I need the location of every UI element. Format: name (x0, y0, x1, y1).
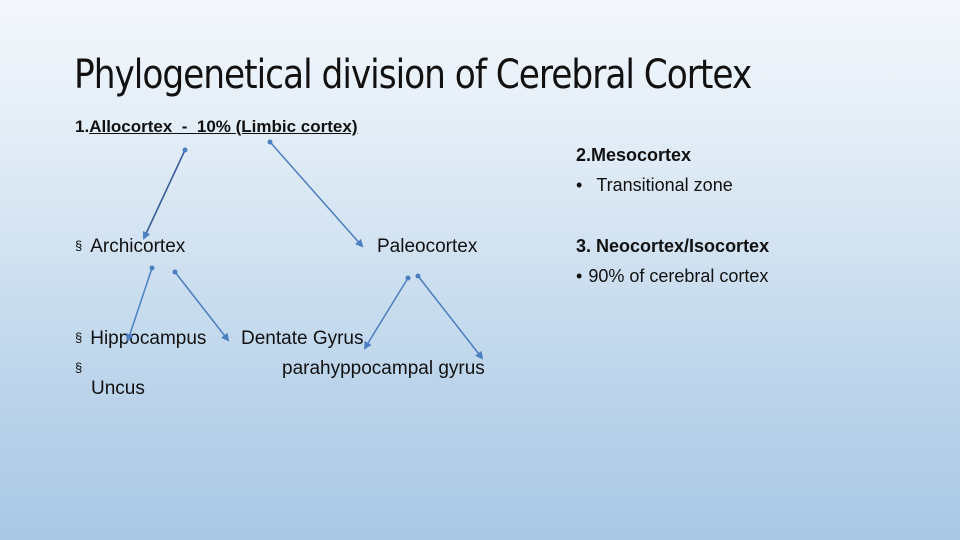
arrow-paleocortex-to-uncus-side (415, 273, 484, 360)
neocortex-bullet: •90% of cerebral cortex (576, 266, 768, 287)
neocortex-heading: 3. Neocortex/Isocortex (576, 236, 770, 256)
allocortex-name: Allocortex (89, 117, 173, 136)
bullet-square-icon: § (75, 330, 83, 345)
uncus-label: Uncus (91, 378, 145, 399)
arrow-allocortex-to-paleocortex (267, 139, 364, 248)
archicortex-item: § Archicortex (75, 236, 185, 258)
paleocortex-label: Paleocortex (377, 236, 478, 257)
dentate-gyrus-label: Dentate Gyrus (241, 328, 364, 349)
mesocortex-bullet: • Transitional zone (576, 175, 733, 196)
arrow-allocortex-to-archicortex (142, 147, 188, 240)
neocortex-bullet-text: 90% of cerebral cortex (588, 266, 769, 286)
empty-bullet: § (75, 358, 90, 380)
arrow-paleocortex-to-parahippocampal (363, 275, 411, 350)
bullet-square-icon: § (75, 360, 83, 375)
parahippocampal-gyrus-label: parahyppocampal gyrus (282, 358, 485, 379)
bullet-dot-icon: • (576, 175, 583, 195)
bullet-dot-icon: • (576, 266, 583, 286)
bullet-square-icon: § (75, 238, 83, 253)
allocortex-separator: - (172, 117, 197, 136)
archicortex-label: Archicortex (90, 236, 186, 257)
slide-title: Phylogenetical division of Cerebral Cort… (74, 52, 752, 98)
arrow-archicortex-to-dentate-gyrus (172, 269, 230, 342)
allocortex-heading: 1.Allocortex - 10% (Limbic cortex) (75, 117, 358, 137)
allocortex-number: 1. (75, 117, 90, 136)
allocortex-detail: 10% (Limbic cortex) (196, 117, 358, 136)
allocortex-underlined-text: Allocortex - 10% (Limbic cortex) (89, 117, 357, 136)
mesocortex-bullet-text: Transitional zone (596, 175, 733, 195)
mesocortex-heading: 2.Mesocortex (576, 145, 692, 165)
arrow-archicortex-to-hippocampus (126, 265, 155, 342)
